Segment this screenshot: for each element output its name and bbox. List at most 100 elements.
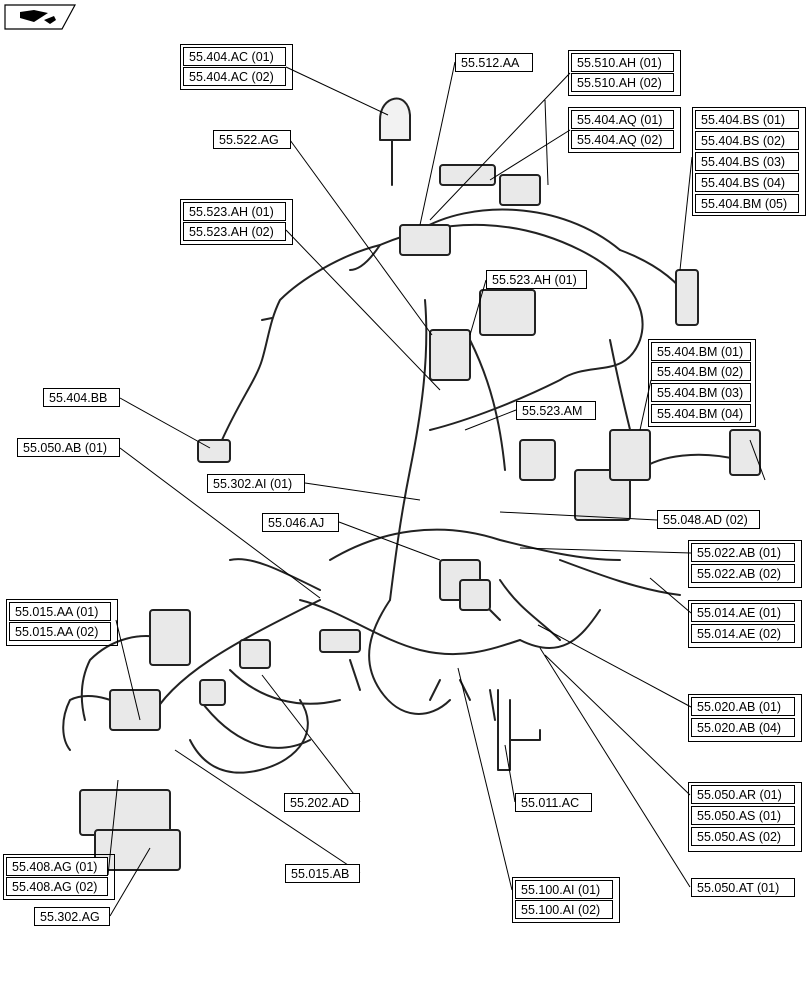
harness-wire-27 [489, 689, 496, 721]
callout-55-100-ai-02[interactable]: 55.100.AI (02) [515, 900, 613, 919]
callout-55-015-aa-01[interactable]: 55.015.AA (01) [9, 602, 111, 621]
callout-55-404-bm-02[interactable]: 55.404.BM (02) [651, 362, 751, 381]
group-frame-100ai [512, 877, 620, 923]
leader-line-0 [285, 66, 389, 116]
callout-55-015-ab[interactable]: 55.015.AB [285, 864, 360, 883]
harness-wire-7 [389, 299, 428, 601]
beacon-light [379, 97, 411, 186]
leader-line-7 [285, 229, 441, 391]
callout-55-404-bm-05[interactable]: 55.404.BM (05) [695, 194, 799, 213]
group-frame-404bm [648, 339, 756, 427]
callout-55-510-ah-02[interactable]: 55.510.AH (02) [571, 73, 674, 92]
leader-line-27 [107, 779, 119, 876]
component-block-10 [197, 439, 231, 463]
leader-lines [107, 61, 766, 917]
component-block-2 [479, 289, 536, 336]
callout-55-404-bs-02[interactable]: 55.404.BS (02) [695, 131, 799, 150]
callout-55-302-ai-01[interactable]: 55.302.AI (01) [207, 474, 305, 493]
leader-line-19 [537, 624, 692, 708]
callout-55-523-ah-01-center[interactable]: 55.523.AH (01) [486, 270, 587, 289]
callout-55-404-bm-03[interactable]: 55.404.BM (03) [651, 383, 751, 402]
leader-line-11 [119, 397, 211, 449]
callout-55-020-ab-04[interactable]: 55.020.AB (04) [691, 718, 795, 737]
callout-55-523-am[interactable]: 55.523.AM [516, 401, 596, 420]
leader-line-12 [464, 409, 517, 431]
harness-wire-16 [80, 635, 171, 721]
callout-55-020-ab-01[interactable]: 55.020.AB (01) [691, 697, 795, 716]
harness-wire-20 [559, 559, 681, 596]
callout-55-404-bs-03[interactable]: 55.404.BS (03) [695, 152, 799, 171]
group-frame-022ab [688, 540, 802, 588]
component-block-8 [499, 174, 541, 206]
harness-wire-5 [221, 244, 381, 441]
harness-wire-18 [229, 669, 341, 705]
callout-55-022-ab-02[interactable]: 55.022.AB (02) [691, 564, 795, 583]
callout-55-014-ae-02[interactable]: 55.014.AE (02) [691, 624, 795, 643]
callout-55-522-ag[interactable]: 55.522.AG [213, 130, 291, 149]
callout-55-404-bb[interactable]: 55.404.BB [43, 388, 120, 407]
group-frame-404aq [568, 107, 681, 153]
component-block-1 [429, 329, 471, 381]
harness-wire-11 [299, 599, 521, 656]
callout-55-408-ag-01[interactable]: 55.408.AG (01) [6, 857, 108, 876]
group-frame-050ar [688, 782, 802, 852]
callout-55-050-as-01[interactable]: 55.050.AS (01) [691, 806, 795, 825]
callout-55-050-at-01[interactable]: 55.050.AT (01) [691, 878, 795, 897]
callout-55-523-ah-02[interactable]: 55.523.AH (02) [183, 222, 286, 241]
harness-wire-4 [639, 453, 741, 471]
callout-55-302-ag[interactable]: 55.302.AG [34, 907, 110, 926]
callout-55-404-bs-04[interactable]: 55.404.BS (04) [695, 173, 799, 192]
callout-55-202-ad[interactable]: 55.202.AD [284, 793, 360, 812]
harness-wire-0 [379, 223, 644, 431]
harness-wire-6 [349, 244, 381, 271]
component-block-5 [609, 429, 651, 481]
leader-line-13 [119, 447, 321, 599]
callout-55-100-ai-01[interactable]: 55.100.AI (01) [515, 880, 613, 899]
harness-wire-17 [199, 699, 311, 749]
callout-55-408-ag-02[interactable]: 55.408.AG (02) [6, 877, 108, 896]
leader-line-5 [289, 139, 433, 336]
component-block-3 [519, 439, 556, 481]
callout-55-046-aj[interactable]: 55.046.AJ [262, 513, 339, 532]
component-block-16 [459, 579, 491, 611]
component-block-11 [149, 609, 191, 666]
callout-55-404-aq-02[interactable]: 55.404.AQ (02) [571, 130, 674, 149]
component-block-18 [199, 679, 226, 706]
leader-line-28 [109, 847, 151, 917]
callout-55-050-as-02[interactable]: 55.050.AS (02) [691, 827, 795, 846]
callout-55-048-ad-02[interactable]: 55.048.AD (02) [657, 510, 760, 529]
callout-55-050-ar-01[interactable]: 55.050.AR (01) [691, 785, 795, 804]
harness-wire-9 [329, 528, 621, 561]
leader-line-20 [115, 619, 141, 721]
component-block-13 [79, 789, 171, 836]
callout-55-014-ae-01[interactable]: 55.014.AE (01) [691, 603, 795, 622]
component-block-0 [399, 224, 451, 256]
group-frame-404ac [180, 44, 293, 90]
component-block-9 [439, 164, 496, 186]
callout-55-404-bm-01[interactable]: 55.404.BM (01) [651, 342, 751, 361]
book-arrow-icon[interactable] [4, 4, 76, 30]
callout-55-015-aa-02[interactable]: 55.015.AA (02) [9, 622, 111, 641]
leader-line-10 [749, 439, 766, 481]
leader-line-23 [539, 647, 691, 888]
callout-55-404-aq-01[interactable]: 55.404.AQ (01) [571, 110, 674, 129]
leader-line-2 [429, 72, 571, 221]
callout-55-404-bm-04[interactable]: 55.404.BM (04) [651, 404, 751, 423]
group-frame-510ah [568, 50, 681, 96]
callout-55-022-ab-01[interactable]: 55.022.AB (01) [691, 543, 795, 562]
callout-55-011-ac[interactable]: 55.011.AC [515, 793, 592, 812]
component-block-7 [675, 269, 699, 326]
callout-55-404-bs-01[interactable]: 55.404.BS (01) [695, 110, 799, 129]
callout-55-512-aa[interactable]: 55.512.AA [455, 53, 533, 72]
leader-line-15 [338, 521, 441, 561]
harness-wire-1 [419, 208, 621, 251]
callout-55-523-ah-01[interactable]: 55.523.AH (01) [183, 202, 286, 221]
leader-line-6 [679, 156, 693, 271]
callout-55-510-ah-01[interactable]: 55.510.AH (01) [571, 53, 674, 72]
component-block-12 [109, 689, 161, 731]
callout-55-050-ab-01[interactable]: 55.050.AB (01) [17, 438, 120, 457]
leader-line-21 [261, 674, 361, 803]
harness-wire-13 [499, 579, 561, 641]
callout-55-404-ac-01[interactable]: 55.404.AC (01) [183, 47, 286, 66]
callout-55-404-ac-02[interactable]: 55.404.AC (02) [183, 67, 286, 86]
